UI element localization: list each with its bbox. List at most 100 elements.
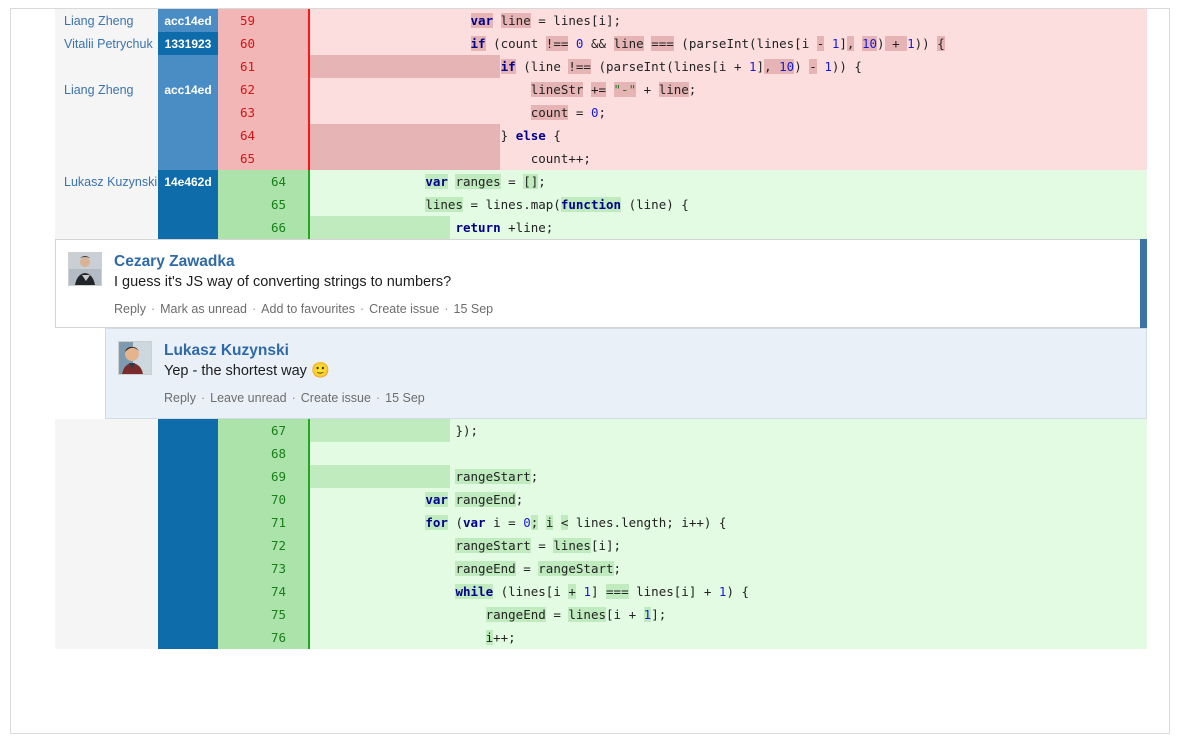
diff-line-row[interactable]: 74 while (lines[i + 1] === lines[i] + 1)… <box>55 580 1147 603</box>
code-token: ) <box>877 36 885 51</box>
comment-author-name[interactable]: Lukasz Kuzynski <box>164 342 289 359</box>
diff-line-row[interactable]: 64 } else { <box>55 124 1147 147</box>
code-token: 10 <box>861 36 878 51</box>
code-token: lineStr <box>530 82 584 97</box>
diff-commit-hash[interactable]: acc14ed <box>158 9 218 32</box>
code-token <box>583 82 591 97</box>
diff-commit-hash[interactable]: 14e462d <box>158 170 218 193</box>
diff-line-number: 65 <box>218 147 310 170</box>
code-token: && <box>583 36 614 51</box>
comment-action-add-to-favourites[interactable]: Add to favourites <box>261 302 355 316</box>
diff-commit-hash[interactable] <box>158 465 218 488</box>
comment-action-reply[interactable]: Reply <box>114 302 146 316</box>
code-token: 1 <box>749 59 757 74</box>
avatar[interactable] <box>68 252 102 286</box>
comment-author-name[interactable]: Cezary Zawadka <box>114 253 235 270</box>
code-token <box>320 13 471 28</box>
diff-line-row[interactable]: 67 }); <box>55 419 1147 442</box>
diff-line-row[interactable]: 73 rangeEnd = rangeStart; <box>55 557 1147 580</box>
diff-commit-hash[interactable] <box>158 216 218 239</box>
comment-action-reply[interactable]: Reply <box>164 391 196 405</box>
diff-line-row[interactable]: 68 <box>55 442 1147 465</box>
diff-commit-hash[interactable] <box>158 580 218 603</box>
code-token: < <box>560 515 569 530</box>
comment-action-mark-as-unread[interactable]: Mark as unread <box>160 302 247 316</box>
diff-line-number: 72 <box>218 534 310 557</box>
diff-commit-hash[interactable] <box>158 193 218 216</box>
diff-line-number: 63 <box>218 101 310 124</box>
code-token: (parseInt(lines[i + <box>590 59 749 74</box>
diff-line-row[interactable]: 63 count = 0; <box>55 101 1147 124</box>
diff-line-author <box>55 55 158 78</box>
code-token: rangeEnd <box>485 607 546 622</box>
code-token: var <box>463 515 486 530</box>
diff-commit-hash[interactable] <box>158 488 218 511</box>
diff-commit-hash[interactable] <box>158 101 218 124</box>
diff-line-row[interactable]: 72 rangeStart = lines[i]; <box>55 534 1147 557</box>
diff-commit-hash[interactable] <box>158 626 218 649</box>
code-token: }); <box>455 423 479 438</box>
diff-commit-hash[interactable] <box>158 603 218 626</box>
code-token: ) { <box>726 584 750 599</box>
action-separator: · <box>444 302 449 316</box>
diff-code-line: rangeEnd = lines[i + 1]; <box>310 603 1147 626</box>
diff-commit-hash[interactable]: acc14ed <box>158 78 218 101</box>
code-token: var <box>425 492 448 507</box>
diff-commit-hash[interactable] <box>158 124 218 147</box>
diff-commit-hash[interactable] <box>158 442 218 465</box>
diff-line-row[interactable]: 75 rangeEnd = lines[i + 1]; <box>55 603 1147 626</box>
code-token: i <box>545 515 554 530</box>
diff-commit-hash[interactable] <box>158 55 218 78</box>
diff-commit-hash[interactable] <box>158 534 218 557</box>
diff-code-line: count++; <box>310 147 1147 170</box>
code-token: 1 <box>907 36 915 51</box>
diff-line-row[interactable]: 61 if (line !== (parseInt(lines[i + 1], … <box>55 55 1147 78</box>
diff-line-author <box>55 193 158 216</box>
diff-commit-hash[interactable] <box>158 419 218 442</box>
code-token <box>320 607 486 622</box>
diff-line-number: 69 <box>218 465 310 488</box>
comment-action-create-issue[interactable]: Create issue <box>300 391 371 405</box>
code-token: ; <box>538 174 546 189</box>
diff-code-line: if (line !== (parseInt(lines[i + 1], 10)… <box>310 55 1147 78</box>
diff-commit-hash[interactable]: 1331923 <box>158 32 218 55</box>
diff-commit-hash[interactable] <box>158 147 218 170</box>
code-token: - <box>816 36 825 51</box>
code-token: ; <box>530 469 539 484</box>
diff-line-number: 74 <box>218 580 310 603</box>
code-token: lines[i] + <box>628 584 719 599</box>
diff-line-author <box>55 557 158 580</box>
avatar[interactable] <box>118 341 152 375</box>
diff-line-row[interactable]: 65 lines = lines.map(function (line) { <box>55 193 1147 216</box>
code-token: = <box>500 174 524 189</box>
diff-code-line: if (count !== 0 && line === (parseInt(li… <box>310 32 1147 55</box>
diff-commit-hash[interactable] <box>158 557 218 580</box>
code-token: lines.length; i++) { <box>568 515 727 530</box>
code-token: line <box>613 36 644 51</box>
code-token: rangeEnd <box>455 561 516 576</box>
diff-line-number: 70 <box>218 488 310 511</box>
action-separator: · <box>291 391 296 405</box>
comment-action-leave-unread[interactable]: Leave unread <box>210 391 287 405</box>
action-separator: · <box>200 391 206 405</box>
diff-line-row[interactable]: 76 i++; <box>55 626 1147 649</box>
code-token: ; <box>530 515 539 530</box>
diff-commit-hash[interactable] <box>158 511 218 534</box>
diff-line-row[interactable]: 65 count++; <box>55 147 1147 170</box>
diff-line-row[interactable]: 70 var rangeEnd; <box>55 488 1147 511</box>
code-token: lines <box>425 197 463 212</box>
diff-line-row[interactable]: 69 var rangeStart; <box>55 465 1147 488</box>
diff-line-row[interactable]: 66 return +line; <box>55 216 1147 239</box>
code-token: ++; <box>493 630 516 645</box>
code-token: (count <box>485 36 546 51</box>
diff-line-number: 62 <box>218 78 310 101</box>
comment-action-create-issue[interactable]: Create issue <box>369 302 440 316</box>
diff-line-row[interactable]: 71 for (var i = 0; i < lines.length; i++… <box>55 511 1147 534</box>
